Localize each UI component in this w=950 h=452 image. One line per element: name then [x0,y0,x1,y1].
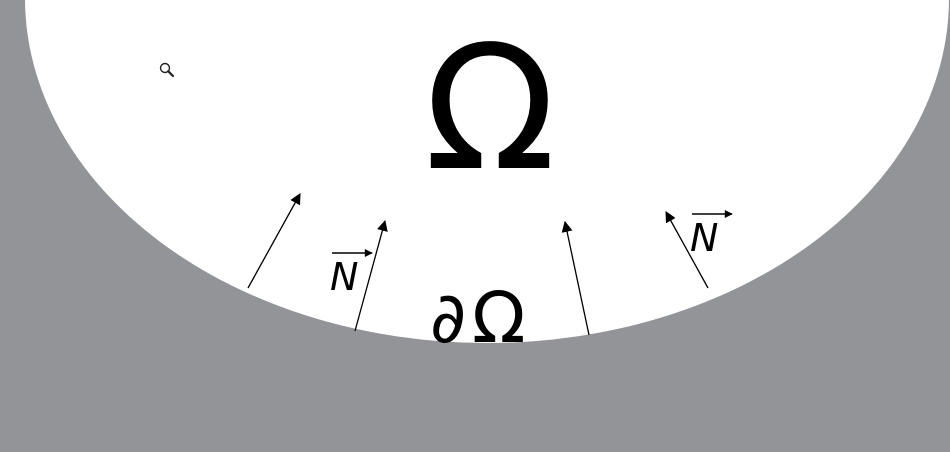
normal-arrow-4 [665,211,709,289]
zoom-button[interactable] [157,60,177,80]
normal-arrow-1 [247,193,301,289]
domain-omega-region [25,0,949,343]
normal-arrow-2 [354,219,388,332]
boundary-partial-label: ∂ [430,277,466,359]
boundary-omega-label: Ω [472,277,526,359]
normal-arrow-3 [561,220,590,336]
normal-label-right: N [690,216,718,260]
domain-omega-label: Ω [424,8,555,209]
normal-label-left: N [330,255,358,299]
magnifier-icon [159,62,175,78]
